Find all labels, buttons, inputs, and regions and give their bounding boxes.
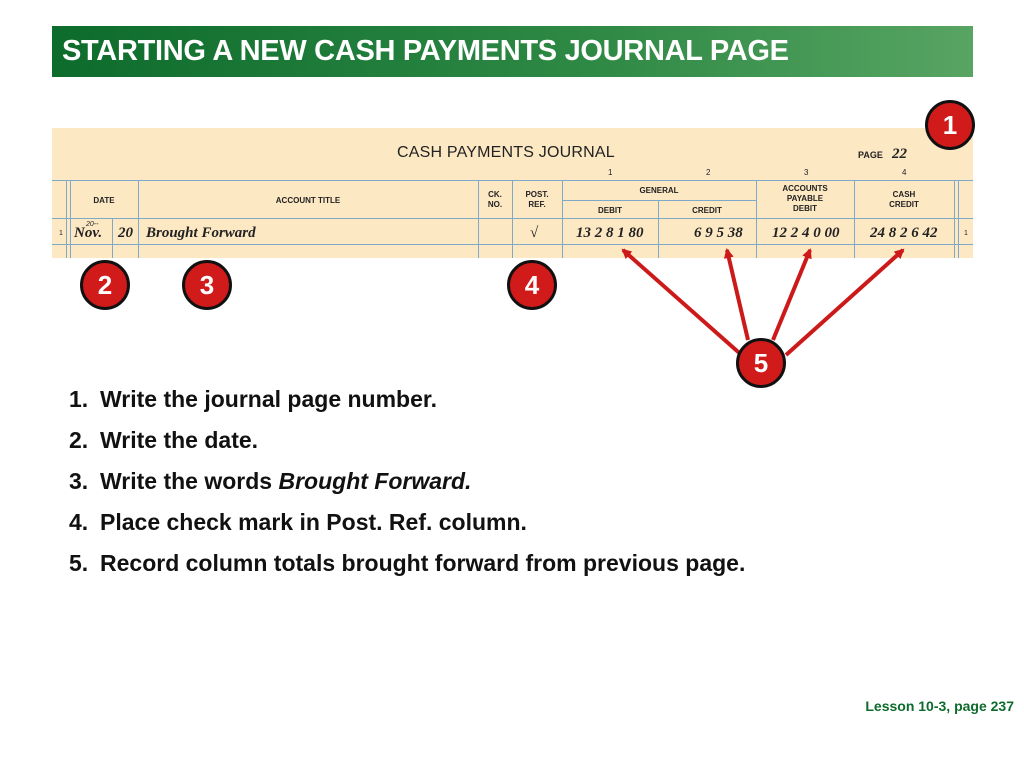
rule-v (478, 180, 479, 258)
rule-v (854, 180, 855, 258)
row-month: Nov. (74, 225, 103, 241)
row-general-debit: 13 2 8 1 80 (576, 225, 644, 241)
rule-v (66, 180, 67, 258)
header-post-ref: POST. REF. (525, 190, 549, 209)
instruction-item: 5. Record column totals brought forward f… (69, 548, 745, 589)
instruction-number: 5. (69, 550, 89, 576)
row-day: 20 (118, 225, 133, 241)
callout-badge-2: 2 (80, 260, 130, 310)
header-date: DATE (93, 196, 115, 205)
instruction-emphasis: Brought Forward. (278, 468, 472, 494)
cash-payments-journal: CASH PAYMENTS JOURNAL PAGE 22 1 2 3 4 DA… (52, 128, 973, 258)
instruction-text: Write the date. (100, 427, 259, 453)
arrow-to-accounts-payable (771, 248, 812, 341)
row-post-ref-check: √ (530, 225, 539, 241)
instruction-item: 2. Write the date. (69, 425, 745, 466)
rule-v (70, 180, 71, 258)
row-account-title: Brought Forward (146, 225, 256, 241)
callout-badge-3: 3 (182, 260, 232, 310)
instruction-text: Write the words (100, 468, 279, 494)
slide-title-bar: STARTING A NEW CASH PAYMENTS JOURNAL PAG… (52, 26, 973, 77)
general-sub-rule (562, 200, 756, 201)
instruction-number: 2. (69, 427, 89, 453)
instruction-text: Write the journal page number. (100, 386, 437, 412)
instruction-number: 3. (69, 468, 89, 494)
instruction-number: 4. (69, 509, 89, 535)
rule-v (658, 200, 659, 258)
rule-v (512, 180, 513, 258)
row-year: 20-- (86, 221, 99, 228)
lesson-reference: Lesson 10-3, page 237 (865, 698, 1014, 714)
journal-page-number: 22 (892, 146, 907, 162)
header-general: GENERAL (639, 186, 679, 195)
arrow-to-cash-credit (784, 248, 905, 357)
row-cash-credit: 24 8 2 6 42 (870, 225, 938, 241)
header-ck-no: CK. NO. (487, 190, 503, 209)
instruction-number: 1. (69, 386, 89, 412)
row-general-credit: 6 9 5 38 (694, 225, 743, 241)
header-account-title: ACCOUNT TITLE (275, 196, 341, 205)
header-general-credit: CREDIT (692, 206, 722, 215)
header-general-debit: DEBIT (598, 206, 622, 215)
row-line-number-right: 1 (964, 230, 968, 237)
instruction-item: 4. Place check mark in Post. Ref. column. (69, 507, 745, 548)
header-accounts-payable-debit: ACCOUNTS PAYABLE DEBIT (782, 184, 828, 213)
instruction-item: 3. Write the words Brought Forward. (69, 466, 745, 507)
column-number-1: 1 (608, 168, 613, 177)
rule-v (954, 180, 955, 258)
arrow-to-general-debit (621, 248, 747, 360)
callout-badge-1: 1 (925, 100, 975, 150)
instruction-text: Place check mark in Post. Ref. column. (100, 509, 527, 535)
arrow-to-general-credit (723, 248, 750, 341)
rule-v (138, 180, 139, 258)
rule-v (958, 180, 959, 258)
row-accounts-payable-debit: 12 2 4 0 00 (772, 225, 840, 241)
instruction-text: Record column totals brought forward fro… (100, 550, 746, 576)
column-number-2: 2 (706, 168, 711, 177)
slide-title: STARTING A NEW CASH PAYMENTS JOURNAL PAG… (62, 35, 789, 67)
row-line-number-left: 1 (59, 230, 63, 237)
journal-page-label: PAGE (858, 150, 883, 160)
callout-badge-5: 5 (736, 338, 786, 388)
rule-v (562, 180, 563, 258)
instruction-list: 1. Write the journal page number. 2. Write… (69, 384, 745, 589)
callout-badge-4: 4 (507, 260, 557, 310)
rule-v (112, 218, 113, 258)
rule-v (756, 180, 757, 258)
column-number-4: 4 (902, 168, 907, 177)
header-cash-credit: CASH CREDIT (889, 190, 919, 209)
column-number-3: 3 (804, 168, 809, 177)
journal-title: CASH PAYMENTS JOURNAL (397, 144, 615, 161)
instruction-item: 1. Write the journal page number. (69, 384, 745, 425)
